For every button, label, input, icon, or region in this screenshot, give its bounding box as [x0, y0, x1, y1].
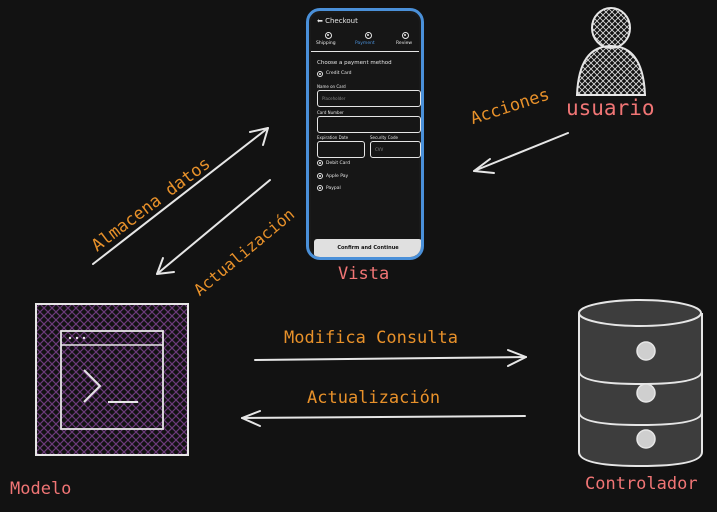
step-review: Review — [396, 41, 413, 46]
apple-pay-radio[interactable] — [317, 173, 323, 179]
phone-header: ⬅ Checkout — [317, 17, 358, 25]
paypal-label: Paypal — [326, 186, 341, 191]
terminal-icon — [35, 303, 189, 456]
paypal-radio[interactable] — [317, 185, 323, 191]
almacena-datos-arrow — [92, 127, 269, 265]
apple-pay-label: Apple Pay — [326, 174, 349, 179]
modifica-consulta-arrow — [254, 349, 527, 367]
actualizacion-modelo-arrow — [241, 410, 526, 427]
phone-icon: ⬅ Checkout Shipping Payment Review Choos… — [306, 8, 424, 260]
step-payment-dot — [365, 32, 372, 39]
card-label: Card Number — [317, 110, 344, 115]
security-label: Security Code — [370, 135, 398, 140]
name-field[interactable]: Placeholder — [317, 90, 421, 107]
expiry-label: Expiration Date — [317, 135, 349, 140]
debit-card-radio[interactable] — [317, 160, 323, 166]
database-icon — [578, 299, 703, 468]
acciones-arrow — [473, 132, 569, 174]
user-icon — [575, 7, 647, 96]
debit-card-label: Debit Card — [326, 161, 351, 166]
divider — [311, 51, 419, 52]
confirm-button[interactable]: Confirm and Continue — [314, 239, 421, 257]
step-shipping-dot — [325, 32, 332, 39]
security-field[interactable]: CVV — [370, 141, 421, 158]
credit-card-label: Credit Card — [326, 71, 352, 76]
step-shipping: Shipping — [316, 41, 336, 46]
step-review-dot — [402, 32, 409, 39]
controlador-label: Controlador — [585, 474, 698, 494]
modelo-label: Modelo — [10, 479, 72, 499]
back-arrow-icon: ⬅ — [317, 17, 326, 25]
credit-card-radio[interactable] — [317, 71, 323, 77]
expiry-field[interactable] — [317, 141, 365, 158]
name-label: Name on Card — [317, 84, 346, 89]
usuario-label: usuario — [566, 96, 655, 120]
card-number-field[interactable] — [317, 116, 421, 133]
actualizacion-vista-arrow — [156, 179, 271, 275]
vista-label: Vista — [338, 264, 390, 284]
section-title: Choose a payment method — [317, 60, 392, 66]
step-payment: Payment — [355, 41, 375, 46]
actualizacion-modelo-label: Actualización — [307, 388, 441, 408]
modifica-consulta-label: Modifica Consulta — [284, 328, 458, 348]
